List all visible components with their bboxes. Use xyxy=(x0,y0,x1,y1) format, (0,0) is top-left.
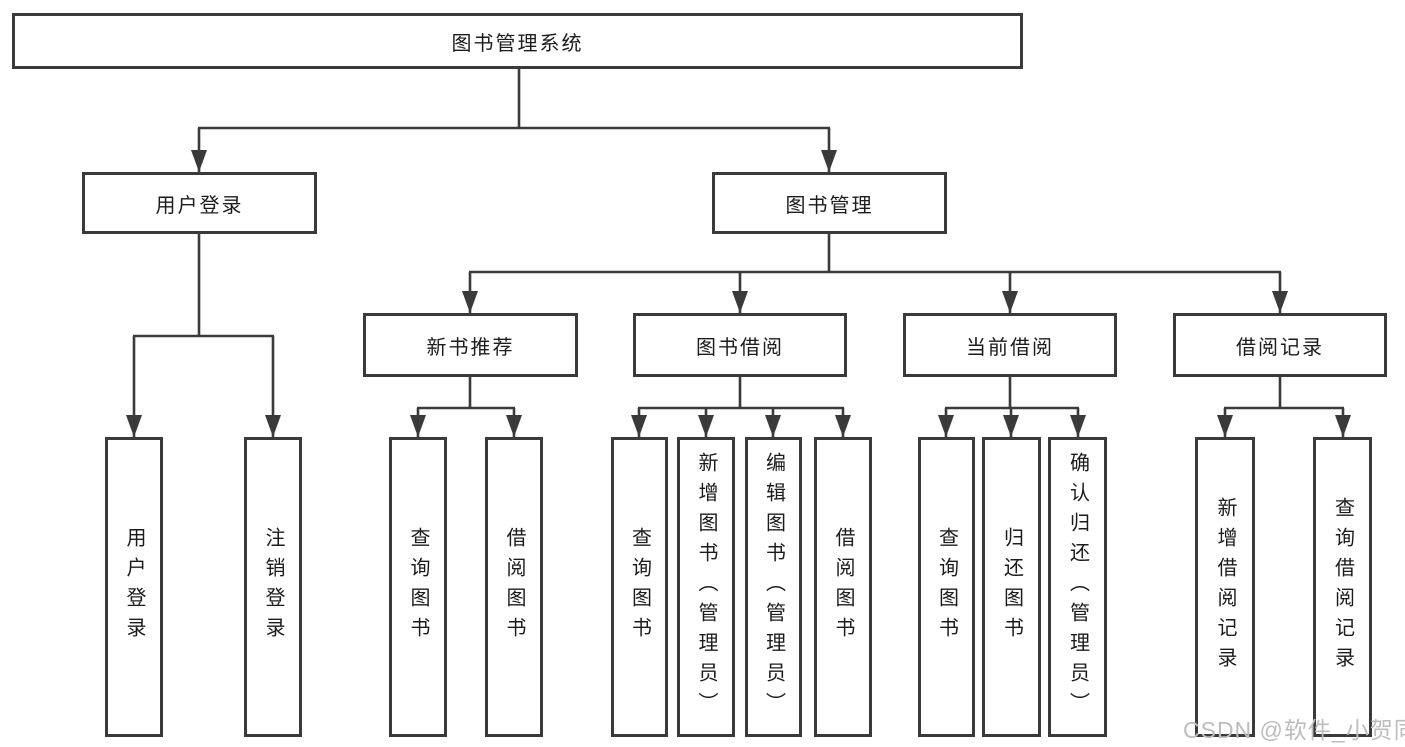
leaf-add-book-admin: 新增图书（管理员） xyxy=(677,437,735,737)
leaf-edit-book-admin: 编辑图书（管理员） xyxy=(745,437,802,737)
node-library-management-system: 图书管理系统 xyxy=(12,13,1023,69)
leaf-add-borrow-record: 新增借阅记录 xyxy=(1195,437,1255,737)
node-book-management: 图书管理 xyxy=(712,172,947,234)
leaf-logout: 注销登录 xyxy=(244,437,302,737)
leaf-borrow-book-1: 借阅图书 xyxy=(485,437,543,737)
node-book-borrow: 图书借阅 xyxy=(633,313,847,377)
leaf-query-book-1: 查询图书 xyxy=(389,437,447,737)
node-borrow-record: 借阅记录 xyxy=(1173,313,1387,377)
csdn-watermark: CSDN @软件_小贺同学 xyxy=(1183,717,1405,743)
leaf-borrow-book-2: 借阅图书 xyxy=(814,437,872,737)
leaf-confirm-return-admin: 确认归还（管理员） xyxy=(1048,437,1107,737)
leaf-query-book-2: 查询图书 xyxy=(611,437,668,737)
leaf-query-book-3: 查询图书 xyxy=(918,437,975,737)
leaf-return-book: 归还图书 xyxy=(982,437,1041,737)
node-user-login: 用户登录 xyxy=(82,172,317,234)
leaf-query-borrow-record: 查询借阅记录 xyxy=(1313,437,1372,737)
leaf-user-login: 用户登录 xyxy=(105,437,163,737)
node-new-book-recommend: 新书推荐 xyxy=(363,313,578,377)
node-current-borrow: 当前借阅 xyxy=(903,313,1117,377)
